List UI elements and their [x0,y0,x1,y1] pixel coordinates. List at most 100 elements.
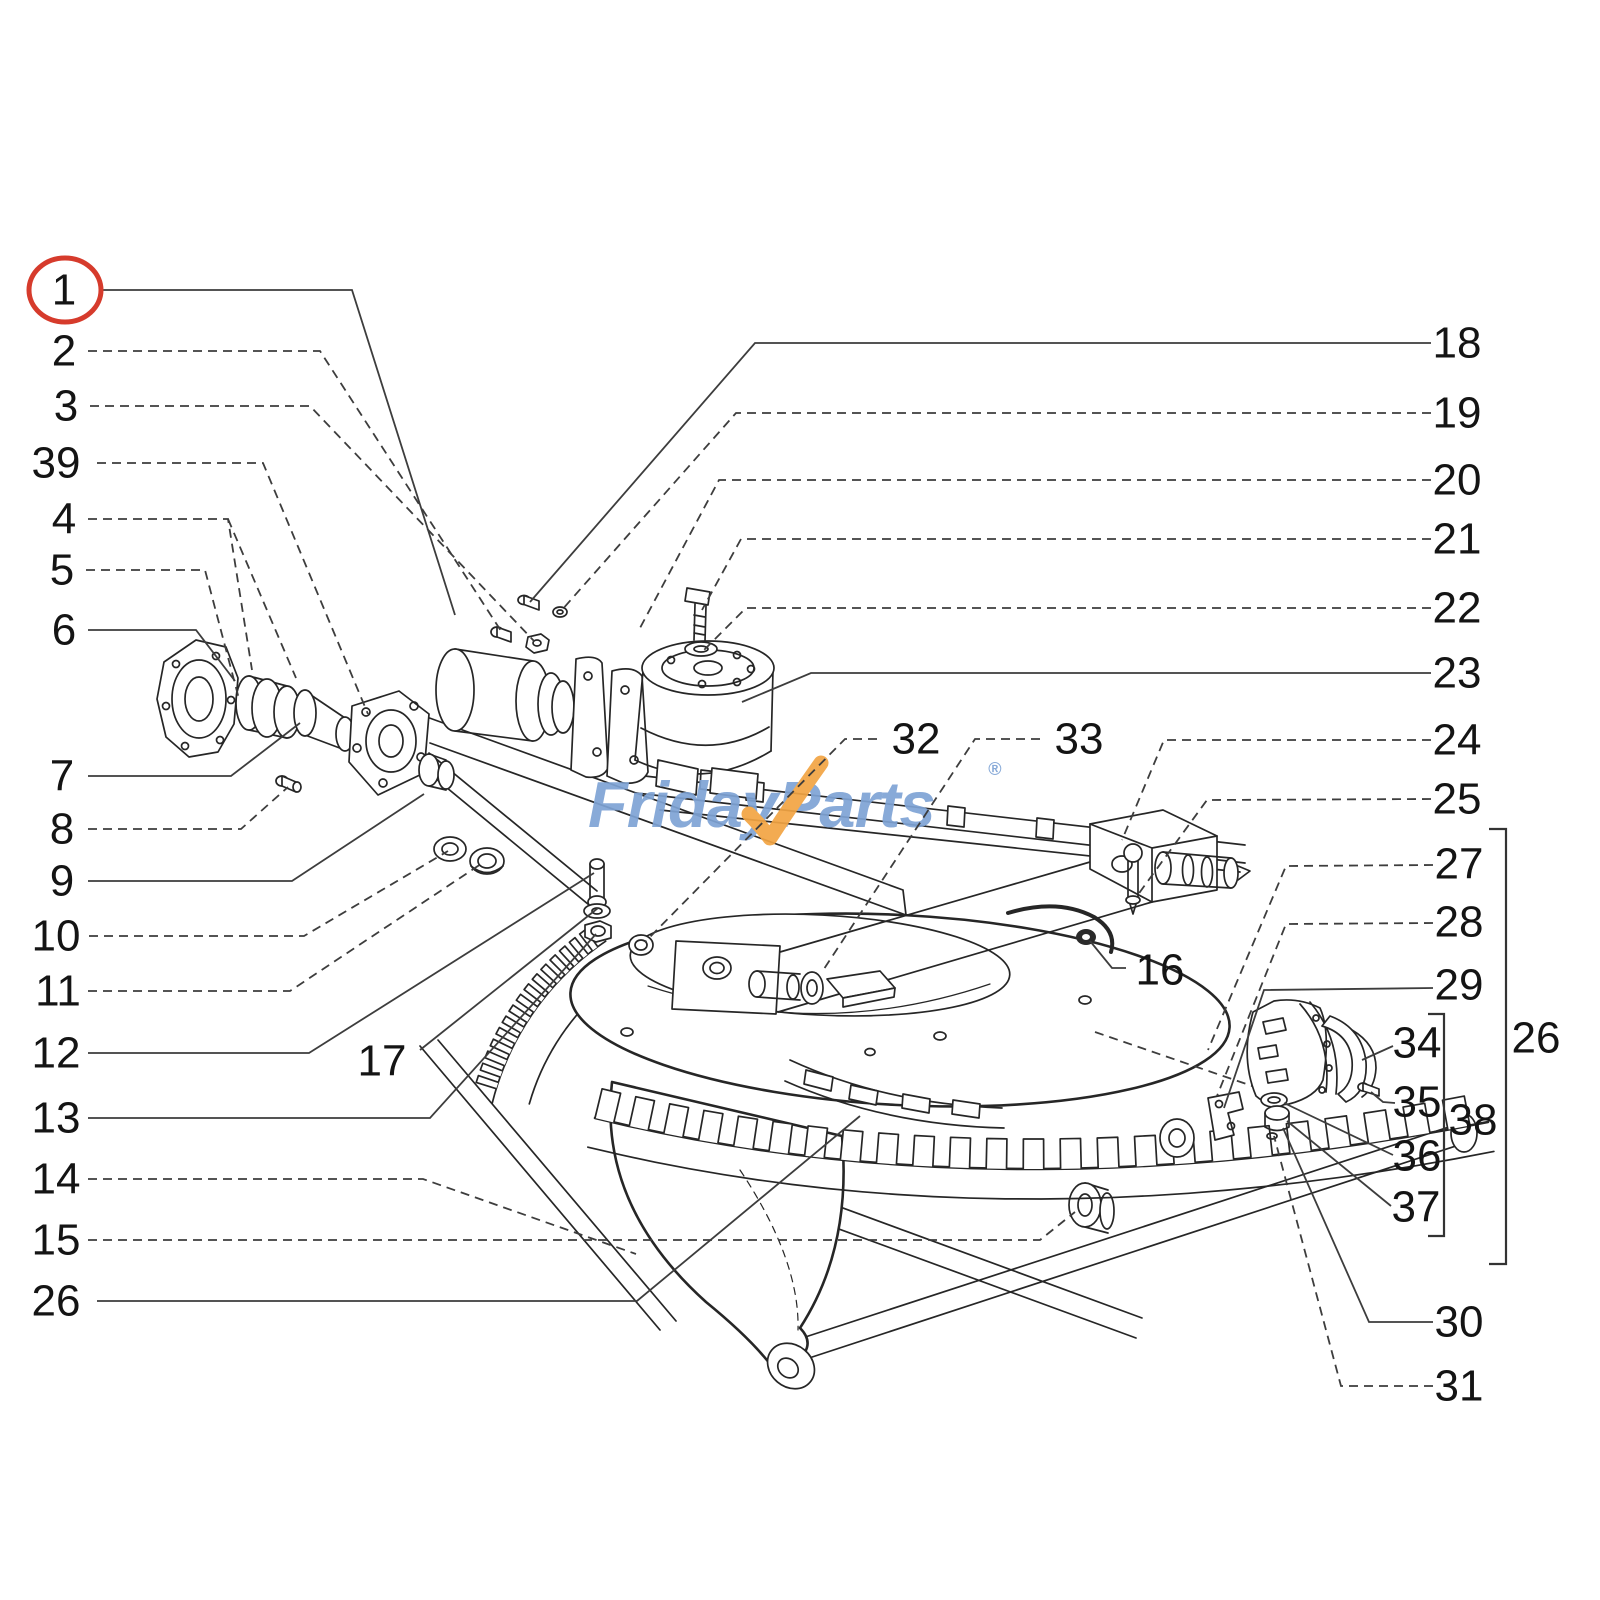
callout-label-23: 23 [1433,649,1482,698]
callout-leader-22 [703,607,1431,651]
callout-leader-7 [88,722,301,777]
callout-leader-9 [88,793,425,882]
callout-leaders [86,289,1434,1387]
callout-leader-20 [639,479,1431,629]
callout-leader-28 [1216,922,1434,1097]
callout-label-19: 19 [1433,389,1482,438]
gearbox-washer [684,641,718,657]
callout-leader-13 [88,933,597,1119]
callout-label-18: 18 [1433,319,1482,368]
callout-label-4: 4 [52,495,76,544]
callout-label-29: 29 [1435,961,1484,1010]
callout-leader-33 [821,738,1040,973]
callout-label-13: 13 [32,1094,81,1143]
callout-label-20: 20 [1433,456,1482,505]
callout-label-26: 26 [1512,1014,1561,1063]
swing-gearbox [634,587,775,800]
callout-label-37: 37 [1392,1183,1441,1232]
callout-leader-23 [741,672,1431,703]
group-38-bracket [1428,1012,1446,1238]
callout-leader-21 [701,538,1431,611]
callout-label-22: 22 [1433,584,1482,633]
callout-leader-16 [1089,940,1126,969]
callout-label-7: 7 [50,752,74,801]
hydraulic-motor [435,594,649,785]
gearbox-bolt [684,587,711,606]
callout-label-1: 1 [52,266,76,315]
swing-plate [569,912,1231,1108]
callout-label-11: 11 [35,967,81,1016]
motor-washer [1260,1092,1288,1108]
callout-label-36: 36 [1393,1132,1442,1181]
callout-label-39: 39 [32,439,81,488]
callout-label-34: 34 [1393,1019,1442,1068]
callout-leader-27 [1207,864,1434,1051]
callout-label-15: 15 [32,1216,81,1265]
callout-leader-1 [101,289,456,616]
callout-leader-29 [1223,987,1434,1109]
callout-leader-8 [88,786,289,830]
callout-label-6: 6 [52,606,76,655]
callout-leader-12 [88,872,595,1054]
watermark: FridayParts ® [588,755,1003,846]
curved-support-bracket [609,1080,845,1390]
callout-label-27: 27 [1435,840,1484,889]
callout-leader-17 [419,907,599,1051]
tie-rod-ball-joint [1089,809,1251,915]
callout-label-26: 26 [32,1277,81,1326]
callout-label-3: 3 [54,382,78,431]
callout-leader-30 [1282,1127,1433,1323]
callout-label-30: 30 [1435,1298,1484,1347]
callout-leader-32 [644,738,877,943]
callout-label-25: 25 [1433,775,1482,824]
callout-label-14: 14 [32,1155,81,1204]
callout-label-9: 9 [50,857,74,906]
callout-label-33: 33 [1055,715,1104,764]
plate-details [748,904,1115,1129]
group-26-bracket [1489,827,1508,1266]
callout-label-28: 28 [1435,898,1484,947]
callout-leader-3 [90,405,535,642]
callout-label-24: 24 [1433,716,1482,765]
callout-label-5: 5 [50,546,74,595]
callout-label-2: 2 [52,327,76,376]
callout-leader-31 [1273,1135,1433,1387]
callout-leader-39 [97,462,369,715]
callout-leader-15 [88,1211,1076,1241]
callout-label-16: 16 [1136,946,1185,995]
slew-ring-gear [475,928,620,1105]
motor-nut [1264,1105,1290,1121]
callout-leader-14 [88,1178,637,1255]
callout-leader-26 [97,1115,861,1302]
callout-leader-37 [1286,1120,1392,1207]
watermark-swoosh-icon [741,755,829,846]
callout-leader-34 [1361,1045,1394,1061]
callout-leader-11 [88,861,485,992]
callout-label-10: 10 [32,912,81,961]
motor-axis-line [1094,1031,1259,1089]
group-brackets [1428,827,1508,1266]
callout-leader-36 [1283,1102,1394,1156]
highlight-ring [26,255,104,325]
brake-shoe [1321,1015,1367,1103]
callout-label-31: 31 [1435,1362,1484,1411]
callout-leader-4 [88,518,253,671]
callout-label-12: 12 [32,1029,81,1078]
callout-label-38: 38 [1449,1096,1498,1145]
callout-leader-6 [88,629,236,682]
callout-leader-25 [1136,798,1432,897]
slew-ring-front-teeth [587,1088,1495,1200]
watermark-registered-mark: ® [988,759,1002,779]
highlighted-callout-ring [26,255,104,325]
callout-leader-2 [88,350,504,635]
mount-bracket [1207,1091,1244,1141]
callout-label-17: 17 [358,1037,407,1086]
callout-leader-18 [529,342,1431,603]
input-shaft-assembly [156,639,455,796]
callout-label-21: 21 [1433,515,1482,564]
callout-label-32: 32 [892,715,941,764]
mount-washer [552,606,568,618]
